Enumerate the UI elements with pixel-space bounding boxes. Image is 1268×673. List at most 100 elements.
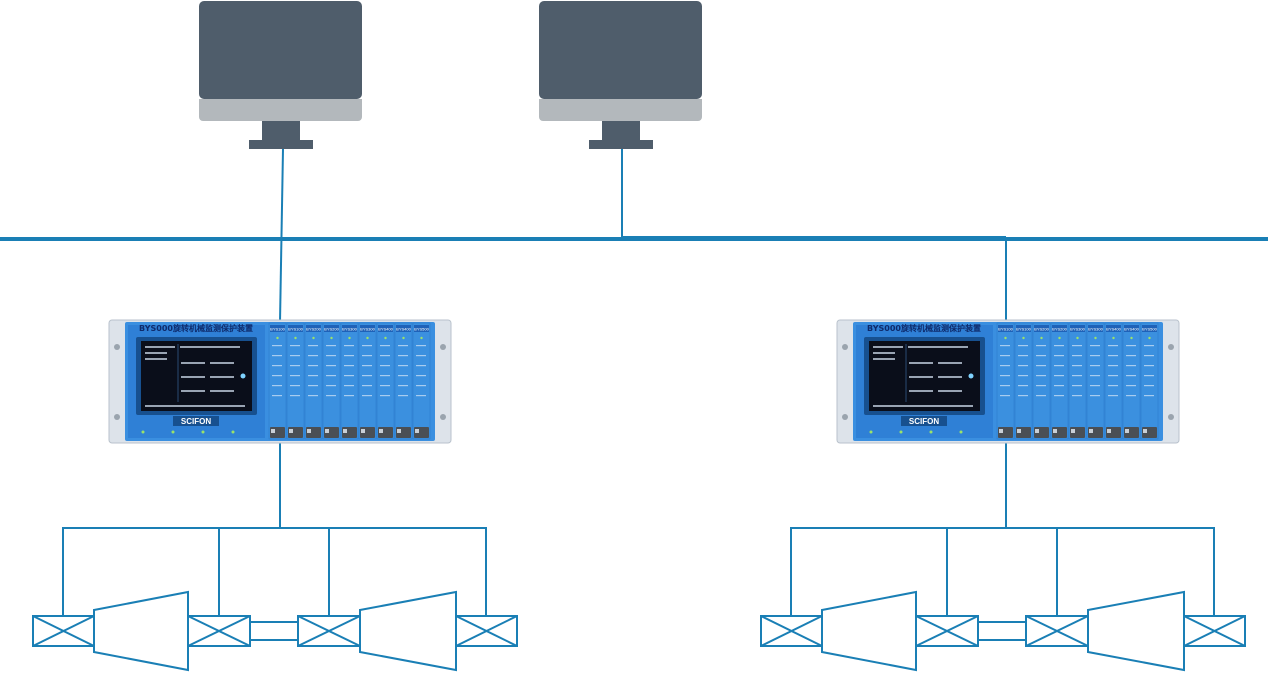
status-led-icon (968, 373, 974, 379)
module-card (1140, 322, 1159, 440)
screen-text-row (210, 362, 234, 364)
module-card (304, 322, 323, 440)
indicator-led-icon (869, 430, 873, 434)
module-card (1086, 322, 1105, 440)
rack-ear-hole (1168, 344, 1174, 350)
module-connector-pin (1107, 429, 1111, 433)
module-text-row (1090, 365, 1100, 367)
module-card (322, 322, 341, 440)
module-card (286, 322, 305, 440)
screen-text-row (938, 376, 962, 378)
module-label: BYS200 (324, 327, 339, 332)
module-text-row (398, 345, 408, 347)
front-indicators (141, 430, 235, 434)
module-text-row (1090, 345, 1100, 347)
module-text-row (1000, 375, 1010, 377)
module-text-row (1144, 355, 1154, 357)
module-text-row (1054, 355, 1064, 357)
module-text-row (398, 365, 408, 367)
module-text-row (308, 385, 318, 387)
module-label: BYS200 (306, 327, 321, 332)
monitor-bezel (539, 99, 702, 121)
module-text-row (1144, 385, 1154, 387)
module-text-row (1090, 375, 1100, 377)
module-label: BYS200 (1052, 327, 1067, 332)
module-header (306, 325, 321, 332)
module-text-row (416, 355, 426, 357)
turbine-casing-icon (93, 590, 189, 672)
monitor-neck (602, 121, 640, 140)
module-text-row (1018, 345, 1028, 347)
module-connector-pin (1071, 429, 1075, 433)
module-label: BYS400 (1124, 327, 1139, 332)
module-text-row (1000, 395, 1010, 397)
front-indicators (869, 430, 963, 434)
rack-ear-hole (842, 344, 848, 350)
bearing-box-icon (1183, 615, 1246, 647)
module-text-row (1090, 385, 1100, 387)
module-text-row (1000, 385, 1010, 387)
module-connector-pin (1035, 429, 1039, 433)
module-led-icon (1076, 336, 1079, 340)
module-text-row (290, 365, 300, 367)
module-text-row (1018, 355, 1028, 357)
module-text-row (1072, 355, 1082, 357)
bearing-box-icon (297, 615, 361, 647)
module-header (360, 325, 375, 332)
module-text-row (398, 385, 408, 387)
module-header (1088, 325, 1103, 332)
sensor-wiring (790, 527, 1215, 616)
module-label: BYS300 (360, 327, 375, 332)
module-text-row (1054, 375, 1064, 377)
module-text-row (326, 345, 336, 347)
rack-ear-hole (1168, 414, 1174, 420)
module-text-row (344, 345, 354, 347)
module-text-row (1144, 395, 1154, 397)
module-text-row (1090, 355, 1100, 357)
module-led-icon (1130, 336, 1133, 340)
module-text-row (416, 385, 426, 387)
module-text-row (1018, 375, 1028, 377)
module-text-row (416, 395, 426, 397)
module-text-row (1072, 365, 1082, 367)
module-text-row (380, 375, 390, 377)
module-text-row (344, 395, 354, 397)
machine-train-1 (32, 527, 518, 672)
brand-badge (901, 416, 947, 426)
module-led-icon (420, 336, 423, 340)
monitor1-drop (279, 148, 284, 323)
module-text-row (1054, 385, 1064, 387)
module-connector-pin (1089, 429, 1093, 433)
module-label: BYS200 (1034, 327, 1049, 332)
monitor-screen (539, 1, 702, 99)
screen-text-row (873, 405, 973, 407)
module-card (1122, 322, 1141, 440)
screen-text-row (210, 390, 234, 392)
coupling-shaft (978, 621, 1026, 641)
monitor-screen (199, 1, 362, 99)
rack-ear-hole (842, 414, 848, 420)
module-text-row (326, 395, 336, 397)
module-header (1052, 325, 1067, 332)
module-text-row (1108, 395, 1118, 397)
module-header (324, 325, 339, 332)
monitor-bezel (199, 99, 362, 121)
module-text-row (398, 355, 408, 357)
module-connector-pin (397, 429, 401, 433)
module-text-row (398, 395, 408, 397)
module-connector-pin (271, 429, 275, 433)
module-header (270, 325, 285, 332)
module-card (340, 322, 359, 440)
module-connector-pin (361, 429, 365, 433)
module-connector-pin (343, 429, 347, 433)
module-text-row (1072, 345, 1082, 347)
module-text-row (272, 385, 282, 387)
module-text-row (362, 395, 372, 397)
module-text-row (1108, 385, 1118, 387)
module-text-row (1108, 345, 1118, 347)
module-connector-pin (1053, 429, 1057, 433)
module-text-row (326, 355, 336, 357)
module-text-row (308, 395, 318, 397)
module-text-row (1036, 395, 1046, 397)
